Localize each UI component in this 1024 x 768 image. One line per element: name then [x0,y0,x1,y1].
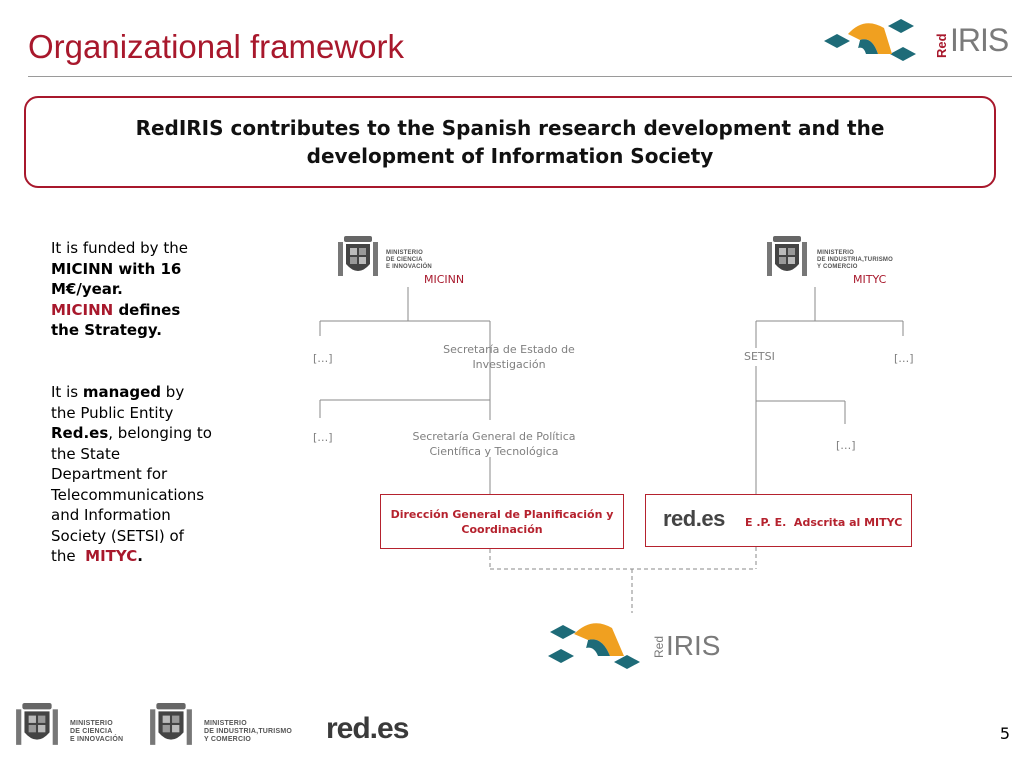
header-logo-iris: IRIS [950,22,1009,58]
funding-paragraph: It is funded by the MICINN with 16 M€/ye… [51,238,251,341]
management-line: Red.es, belonging to [51,424,212,442]
rediris-logo: Red IRIS [548,616,721,676]
redes-box: red.es E .P. E. Adscrita al MITYC [645,494,912,547]
title-divider [28,76,1012,77]
management-line: the Public Entity [51,403,174,422]
coat-of-arms-icon [16,703,58,745]
micinn-other-unit-1: […] [313,352,333,365]
direccion-general-label: Dirección General de Planificación y Coo… [390,507,614,536]
micinn-label: MICINN [424,273,465,286]
mityc-label: MITYC [853,273,887,286]
rediris-emblem-icon [824,19,916,61]
funding-line: It is funded by the [51,239,188,257]
footer-micinn-text: MINISTERIO DE CIENCIA E INNOVACIÓN [70,720,124,743]
redes-description: E .P. E. Adscrita al MITYC [745,516,903,529]
footer-redes-logo: red.es [326,712,409,745]
management-line: the State [51,444,121,463]
management-paragraph: It is managed by the Public Entity Red.e… [51,382,251,567]
header-rediris-logo: Red IRIS [820,14,1020,66]
management-line: Department for [51,465,168,483]
banner-text: RedIRIS contributes to the Spanish resea… [135,116,885,168]
funding-line: MICINN defines [51,300,181,319]
coat-of-arms-icon [767,236,807,276]
mityc-other-unit-2: […] [836,439,856,452]
funding-line: the Strategy. [51,321,162,339]
funding-line: MICINN with 16 [51,259,182,278]
funding-line: M€/year. [51,280,123,298]
micinn-other-unit-2: […] [313,431,333,444]
redes-logo: red.es [663,506,725,531]
management-line: the MITYC. [51,547,143,565]
rediris-emblem-icon [548,623,640,669]
mityc-logo: MINISTERIO DE INDUSTRIA,TURISMO Y COMERC… [765,234,915,282]
footer-mityc-text: MINISTERIO DE INDUSTRIA,TURISMO Y COMERC… [204,720,292,743]
management-line: Society (SETSI) of [51,526,184,545]
sec-general-politica: Secretaría General de Política Científic… [412,430,576,458]
footer-mityc-logo: MINISTERIO DE INDUSTRIA,TURISMO Y COMERC… [148,700,308,754]
direccion-general-box: Dirección General de Planificación y Coo… [380,494,624,549]
footer-micinn-logo: MINISTERIO DE CIENCIA E INNOVACIÓN [14,700,144,754]
mityc-logo-text: MINISTERIO DE INDUSTRIA,TURISMO Y COMERC… [817,250,893,270]
rediris-logo-red: Red [652,635,666,658]
micinn-logo-text: MINISTERIO DE CIENCIA E INNOVACIÓN [386,250,432,270]
page-number: 5 [999,724,1010,743]
micinn-logo: MINISTERIO DE CIENCIA E INNOVACIÓN [336,234,446,282]
coat-of-arms-icon [150,703,192,745]
coat-of-arms-icon [338,236,378,276]
setsi-label: SETSI [744,350,775,363]
mityc-other-unit-1: […] [894,352,914,365]
page-title: Organizational framework [28,28,404,65]
sec-estado-investigacion: Secretaría de Estado de Investigación [443,343,575,371]
management-line: Telecommunications [51,485,205,504]
management-line: It is managed by [51,383,185,401]
management-line: and Information [51,506,171,524]
headline-banner: RedIRIS contributes to the Spanish resea… [24,96,996,188]
rediris-logo-iris: IRIS [666,630,721,661]
